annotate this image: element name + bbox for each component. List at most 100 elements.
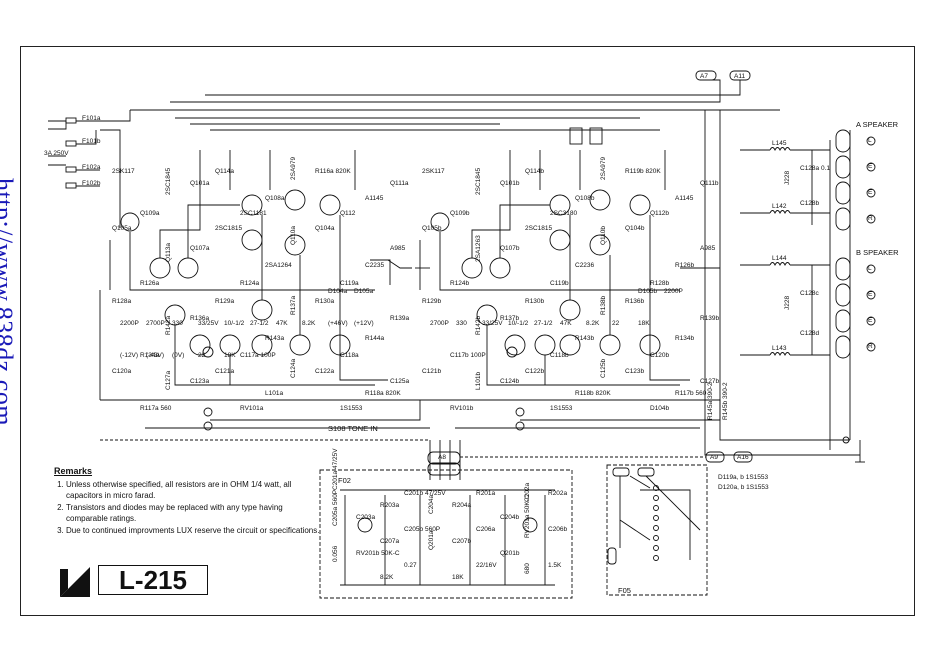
diode-note: D119a, b 1S1553: [718, 474, 769, 481]
left-part-label: (+46V): [328, 320, 348, 327]
right-part-label: 18K: [638, 320, 650, 327]
left-part-label: 2SK117: [112, 168, 135, 175]
left-part-label: A985: [390, 245, 406, 252]
left-part-label: 27-1/2: [250, 320, 269, 327]
left-part-label: R143a: [265, 335, 285, 342]
right-part-label: C127b: [700, 378, 720, 385]
remark-item: Due to continued improvments LUX reserve…: [66, 525, 324, 536]
fuse-label: F101b: [82, 138, 101, 145]
right-part-label: Q104b: [625, 225, 645, 232]
right-part-label: C119b: [550, 280, 569, 287]
right-part-label: 2700P: [430, 320, 449, 327]
right-part-label: 27-1/2: [534, 320, 553, 327]
right-part-label: R129b: [422, 298, 442, 305]
left-part-label: Q111a: [390, 180, 409, 187]
right-part-label: R138b: [600, 295, 607, 315]
input-fuses: [48, 110, 131, 189]
output-part-label: L143: [772, 345, 787, 352]
speaker-terminal-label: L: [868, 265, 872, 272]
right-part-label: 22: [612, 320, 620, 327]
output-part-label: J228: [784, 170, 791, 185]
left-part-label: R144a: [365, 335, 385, 342]
output-part-label: C128c: [800, 290, 819, 297]
f02-part-label: R201a: [476, 490, 496, 497]
right-channel-amplifier: [405, 127, 721, 431]
left-part-label: (-12V): [120, 352, 139, 359]
right-part-label: 33/25V: [482, 320, 503, 327]
remarks-block: Remarks Unless otherwise specified, all …: [54, 466, 324, 537]
f02-part-label: 18K: [452, 574, 464, 581]
left-part-label: 2SC1815: [215, 225, 243, 232]
left-part-label: C119a: [340, 280, 359, 287]
left-part-label: RV101a: [240, 405, 264, 412]
left-part-label: R129a: [215, 298, 235, 305]
f02-part-label: 0.056: [332, 545, 339, 562]
speaker-terminal-label: E: [868, 189, 873, 196]
right-part-label: A1145: [675, 195, 694, 202]
speaker-terminal-label: E: [868, 291, 873, 298]
output-part-label: L145: [772, 140, 787, 147]
right-part-label: D105b: [638, 288, 658, 295]
right-part-label: 8.2K: [586, 320, 600, 327]
f02-part-label: C205a 560P: [332, 489, 339, 526]
right-part-label: R142b: [475, 315, 482, 335]
output-part-label: C128b: [800, 200, 820, 207]
f02-part-label: 680: [524, 563, 531, 574]
connector-a7-label: A7: [700, 73, 708, 80]
connector-a9-label: A9: [710, 454, 718, 461]
right-part-label: C123b: [625, 368, 645, 375]
left-part-label: Q112: [340, 210, 356, 217]
f02-tone-board: [319, 469, 573, 599]
left-part-label: Q114a: [215, 168, 235, 175]
left-part-label: R139a: [390, 315, 410, 322]
speaker-terminal-label: E: [868, 163, 873, 170]
left-part-label: R126a: [140, 280, 160, 287]
left-part-label: 2SC1181: [240, 210, 267, 217]
speaker-terminal-label: E: [868, 317, 873, 324]
left-part-label: Q104a: [315, 225, 335, 232]
left-part-label: Q113a: [165, 242, 172, 262]
right-part-label: Q108b: [575, 195, 595, 202]
right-part-label: R130b: [525, 298, 545, 305]
right-part-label: R139b: [700, 315, 720, 322]
right-part-label: R143b: [575, 335, 595, 342]
left-part-label: C125a: [390, 378, 410, 385]
right-part-label: 330: [456, 320, 467, 327]
left-part-label: 2200P: [120, 320, 139, 327]
left-part-label: C127a: [165, 370, 172, 390]
speaker-terminal-label: R: [868, 343, 873, 350]
left-part-label: R130a: [315, 298, 335, 305]
left-part-label: C118a: [340, 352, 359, 359]
right-part-label: Q110b: [600, 225, 607, 245]
right-part-label: C117b 100P: [450, 352, 486, 359]
right-part-label: R126b: [675, 262, 695, 269]
f02-part-label: C205b 560P: [404, 526, 441, 533]
left-part-label: R117a 560: [140, 405, 172, 412]
right-part-label: C118b: [550, 352, 569, 359]
lux-logo-icon: [60, 567, 90, 597]
speaker-output-network: [704, 110, 876, 463]
b-speaker-label: B SPEAKER: [856, 248, 899, 257]
connector-a8-label: A8: [438, 454, 446, 461]
left-part-label: R118a 820K: [365, 390, 401, 397]
left-part-label: C122a: [315, 368, 335, 375]
right-part-label: 2SC3180: [550, 210, 578, 217]
left-part-label: 2SC1845: [165, 167, 172, 195]
right-part-label: Q101b: [500, 180, 520, 187]
right-part-label: R119b 820K: [625, 168, 661, 175]
left-part-label: R128a: [112, 298, 132, 305]
left-part-label: D104a: [328, 288, 348, 295]
left-part-label: 33/25V: [198, 320, 219, 327]
right-part-label: Q105b: [422, 225, 442, 232]
right-part-label: C125b: [600, 358, 607, 378]
left-part-label: 10/-1/2: [224, 320, 245, 327]
model-badge: L-215: [58, 563, 208, 599]
f02-part-label: C204a: [428, 494, 435, 514]
right-part-label: D104b: [650, 405, 670, 412]
right-part-label: 2SA979: [600, 156, 607, 180]
right-part-label: R118b 820K: [575, 390, 611, 397]
right-part-label: C124b: [500, 378, 520, 385]
right-part-label: RV101b: [450, 405, 474, 412]
diode-note: D120a, b 1S1553: [718, 484, 769, 491]
